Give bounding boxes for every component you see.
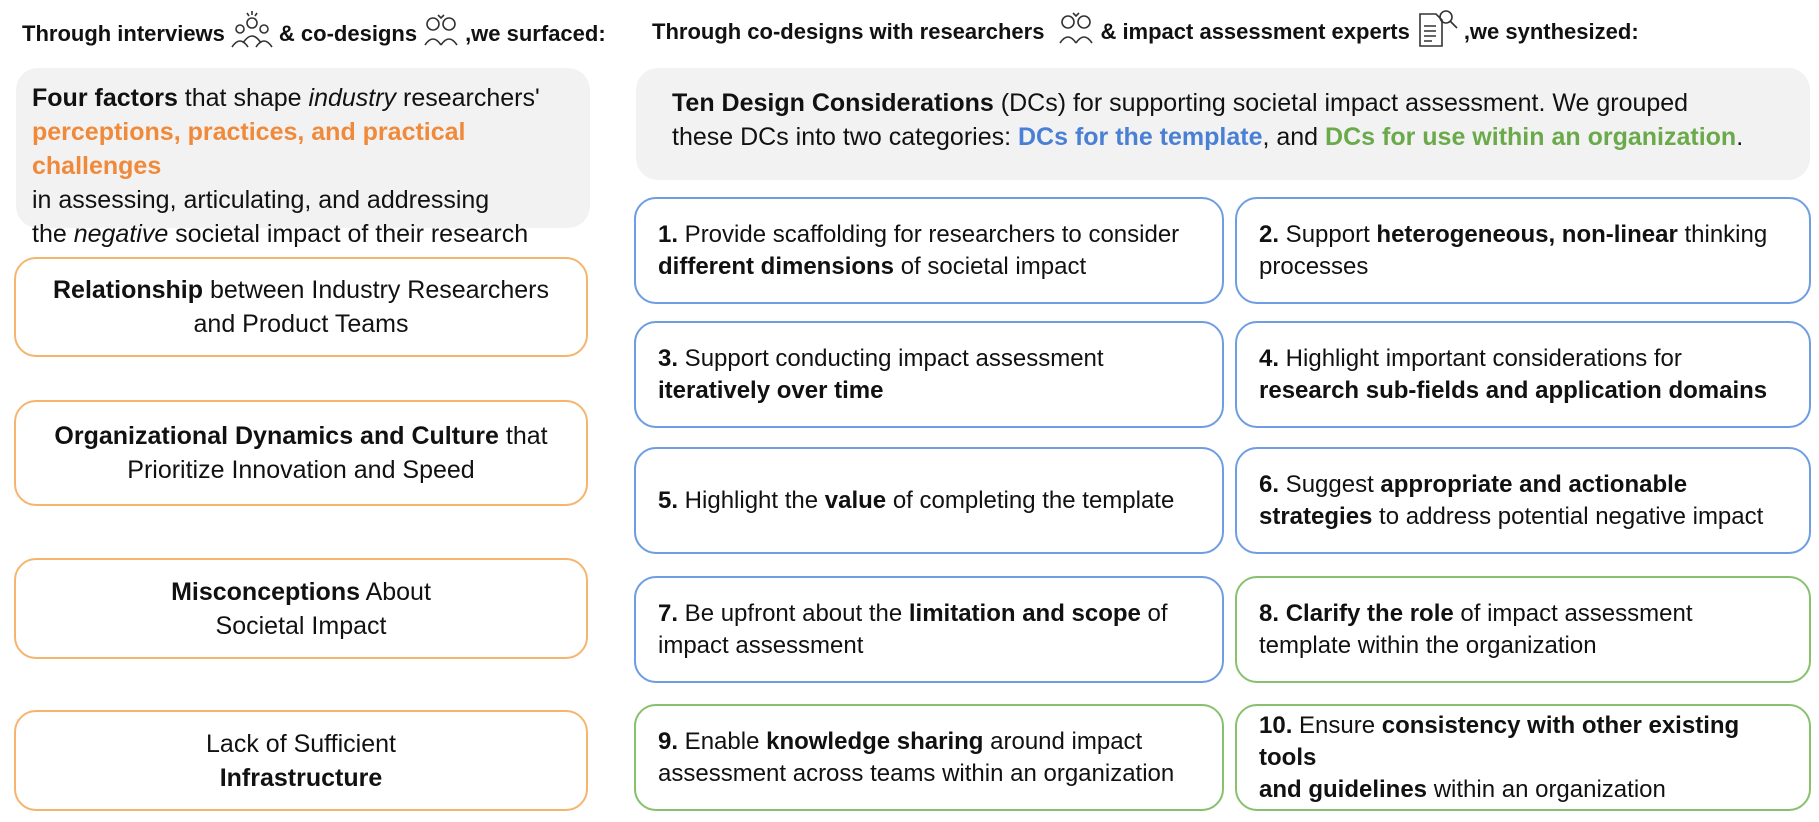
factor-box-organizational-dynamics: Organizational Dynamics and Culture that… — [14, 400, 588, 506]
group-people-icon — [229, 9, 275, 59]
four-factors-panel: Four factors that shape industry researc… — [16, 68, 590, 248]
four-factors-line-3: in assessing, articulating, and addressi… — [32, 186, 490, 214]
factor-box-relationship: Relationship between Industry Researcher… — [14, 257, 588, 357]
left-heading-text-3: ,we surfaced: — [465, 21, 606, 46]
right-heading: Through co-designs with researchers & im… — [652, 8, 1639, 56]
dc-4: 4. Highlight important considerations fo… — [1235, 321, 1811, 428]
ten-dcs-line-2: these DCs into two categories: DCs for t… — [672, 123, 1744, 151]
document-magnifier-icon — [1414, 8, 1460, 56]
ten-dcs-panel: Ten Design Considerations (DCs) for supp… — [636, 68, 1810, 180]
dc-9: 9. Enable knowledge sharing around impac… — [634, 704, 1224, 811]
right-heading-text-2: & impact assessment experts — [1100, 19, 1410, 44]
dc-6: 6. Suggest appropriate and actionable st… — [1235, 447, 1811, 554]
left-heading-text-2: & co-designs — [278, 21, 418, 46]
dc-1: 1. Provide scaffolding for researchers t… — [634, 197, 1224, 304]
ten-dcs-line-1: Ten Design Considerations (DCs) for supp… — [672, 89, 1689, 117]
dc-5: 5. Highlight the value of completing the… — [634, 447, 1224, 554]
dc-8: 8. Clarify the role of impact assessment… — [1235, 576, 1811, 683]
right-heading-text-1: Through co-designs with researchers — [652, 19, 1045, 44]
dc-2: 2. Support heterogeneous, non-linear thi… — [1235, 197, 1811, 304]
right-heading-text-3: ,we synthesized: — [1463, 19, 1639, 44]
dc-10: 10. Ensure consistency with other existi… — [1235, 704, 1811, 811]
dc-7: 7. Be upfront about the limitation and s… — [634, 576, 1224, 683]
codesign-people-icon — [1056, 9, 1096, 55]
codesign-people-icon — [421, 11, 461, 57]
left-heading: Through interviews & co-designs ,we surf… — [22, 10, 606, 58]
four-factors-line-4: the negative societal impact of their re… — [32, 220, 529, 248]
four-factors-line-1: Four factors that shape industry researc… — [32, 84, 540, 112]
factor-box-infrastructure: Lack of Sufficient Infrastructure — [14, 710, 588, 811]
dc-3: 3. Support conducting impact assessment … — [634, 321, 1224, 428]
left-heading-text-1: Through interviews — [22, 21, 225, 46]
four-factors-line-2: perceptions, practices, and practical ch… — [32, 118, 466, 180]
factor-box-misconceptions: Misconceptions About Societal Impact — [14, 558, 588, 659]
